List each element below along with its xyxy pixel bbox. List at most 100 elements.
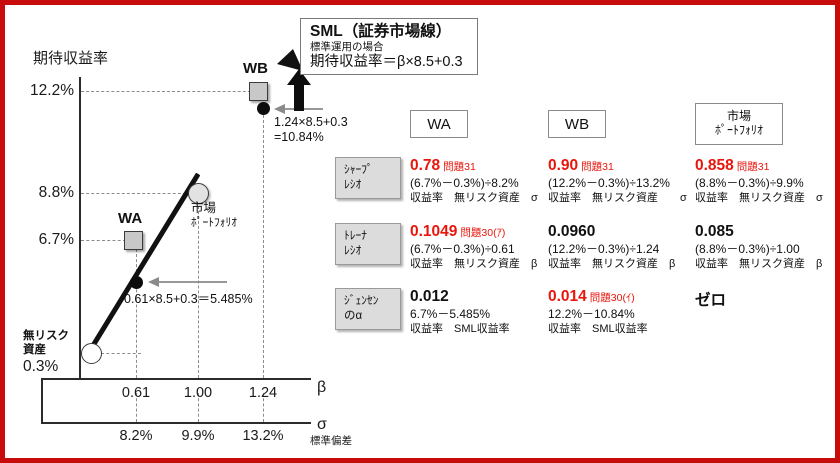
y-tick-8-8: 8.8% [38,184,74,201]
row-label-treynor-line2: ﾚｼｵ [344,244,362,257]
cell-treynor-market-value: 0.085 [695,223,734,240]
sml-callout-title: SML（証券市場線） [310,23,452,40]
gridline-beta-1-00 [198,201,199,378]
sml-callout-box: SML（証券市場線） 標準運用の場合 期待収益率＝β×8.5+0.3 [300,18,478,75]
cell-jensen-market-value: ゼロ [695,292,727,309]
riskfree-value: 0.3% [23,357,59,375]
wb-sml-point [257,102,270,115]
table-header-market-line1: 市場 [726,109,751,124]
cell-treynor-wb-value: 0.0960 [548,223,596,240]
wb-sml-annotation: 1.24×8.5+0.3 =10.84% [274,115,348,145]
sigma-axis-line [41,422,311,424]
wa-marker [124,231,143,250]
riskfree-label-line1: 無リスク [23,330,69,342]
y-axis-title: 期待収益率 [33,50,109,67]
wa-sml-point [130,276,143,289]
cell-jensen-wa-formula: 6.7%－5.485% [410,307,491,321]
beta-tick-1-24: 1.24 [248,385,278,401]
wa-sml-annotation: 0.61×8.5+0.3＝5.485% [124,292,253,306]
table-header-wa: WA [410,110,468,138]
sigma-tick-13-2: 13.2% [242,428,284,444]
row-label-jensen-line1: ｼﾞｪﾝｾﾝ [344,295,379,307]
slide-canvas: 期待収益率 12.2% 8.8% 6.7% [5,5,835,458]
cell-sharpe-market-value: 0.858 [695,157,734,174]
wa-annotation-arrow [148,277,227,287]
table-header-market: 市場 ﾎﾟｰﾄﾌｫﾘｵ [695,103,783,145]
cell-sharpe-wa-formula: (6.7%－0.3%)÷8.2% [410,176,519,190]
cell-treynor-wa-formula: (6.7%－0.3%)÷0.61 [410,242,515,256]
sigma-axis-subtitle: 標準偏差 [310,435,352,447]
y-tick-12-2: 12.2% [30,82,74,99]
table-header-wb-label: WB [564,115,590,133]
table-header-wb: WB [548,110,606,138]
gridline-sigma-1-00 [198,393,199,422]
row-label-jensen: ｼﾞｪﾝｾﾝ のα [335,288,401,330]
sigma-tick-9-9: 9.9% [181,428,215,444]
row-label-sharpe: ｼｬｰﾌﾟ ﾚｼｵ [335,157,401,199]
row-label-sharpe-line1: ｼｬｰﾌﾟ [344,164,373,176]
cell-jensen-wa-value: 0.012 [410,288,449,305]
cell-sharpe-market-qref: 問題31 [736,161,770,173]
cell-treynor-wa-legend: 収益率 無リスク資産 β [410,257,538,270]
wb-point-label: WB [243,60,268,77]
axis-connector-line [41,378,43,424]
row-label-sharpe-line2: ﾚｼｵ [344,178,362,191]
table-header-market-line2: ﾎﾟｰﾄﾌｫﾘｵ [714,123,763,137]
riskfree-point-marker [81,343,102,364]
cell-treynor-market-formula: (8.8%－0.3%)÷1.00 [695,242,800,256]
cell-treynor-wb-legend: 収益率 無リスク資産 β [548,257,676,270]
row-label-treynor-line1: ﾄﾚｰﾅ [344,230,367,242]
wb-sml-annotation-line2: =10.84% [274,129,324,144]
cell-sharpe-wa-value: 0.78 [410,157,441,174]
sml-callout-subtitle: 標準運用の場合 [310,40,384,53]
cell-sharpe-market-legend: 収益率 無リスク資産 σ [695,191,823,204]
cell-sharpe-wb-legend: 収益率 無リスク資産 σ [548,191,687,204]
gridline-sigma-1-24 [263,393,264,422]
sml-arrowhead [277,49,303,71]
cell-sharpe-wb-value: 0.90 [548,157,579,174]
cell-jensen-wb-formula: 12.2%－10.84% [548,307,635,321]
beta-tick-0-61: 0.61 [121,385,151,401]
cell-sharpe-wb-formula: (12.2%－0.3%)÷13.2% [548,176,670,190]
cell-treynor-wa-qref: 問題30(ｱ) [460,227,506,239]
callout-pointer-arrow [287,69,311,111]
cell-jensen-market: ゼロ [695,288,726,310]
cell-jensen-wb-legend: 収益率 SML収益率 [548,322,648,335]
gridline-0-3 [101,353,141,354]
gridline-8-8 [81,193,191,194]
cell-sharpe-wa-qref: 問題31 [443,161,476,173]
sml-callout-equation: 期待収益率＝β×8.5+0.3 [310,53,463,70]
cell-treynor-wb: 0.0960 (12.2%－0.3%)÷1.24 収益率 無リスク資産 β [548,223,675,271]
sigma-axis-title: σ [317,416,327,433]
cell-sharpe-wa-legend: 収益率 無リスク資産 σ [410,191,538,204]
cell-jensen-wa: 0.012 6.7%－5.485% 収益率 SML収益率 [410,288,510,336]
sml-line [84,172,201,357]
market-label-line1: 市場 [191,201,217,215]
gridline-6-7 [81,240,126,241]
riskfree-label-line2: 資産 [23,343,46,356]
beta-axis-title: β [317,379,327,396]
market-label-line2: ﾎﾟｰﾄﾌｫﾘｵ [191,217,237,229]
cell-sharpe-wb-qref: 問題31 [581,161,614,173]
cell-jensen-wb-value: 0.014 [548,288,587,305]
riskfree-label: 無リスク 資産 0.3% [23,330,69,376]
market-portfolio-marker [188,183,209,204]
gridline-sigma-0-61 [136,393,137,422]
cell-jensen-wb-qref: 問題30(ｲ) [589,292,635,304]
sigma-tick-8-2: 8.2% [119,428,153,444]
row-label-treynor: ﾄﾚｰﾅ ﾚｼｵ [335,223,401,265]
wb-sml-annotation-line1: 1.24×8.5+0.3 [274,115,348,129]
gridline-12-2 [81,91,261,92]
y-tick-6-7: 6.7% [38,231,74,248]
cell-treynor-wb-formula: (12.2%－0.3%)÷1.24 [548,242,660,256]
beta-tick-1-00: 1.00 [183,385,213,401]
wb-marker [249,82,268,101]
row-label-jensen-line2: のα [344,309,363,322]
cell-treynor-market-legend: 収益率 無リスク資産 β [695,257,823,270]
